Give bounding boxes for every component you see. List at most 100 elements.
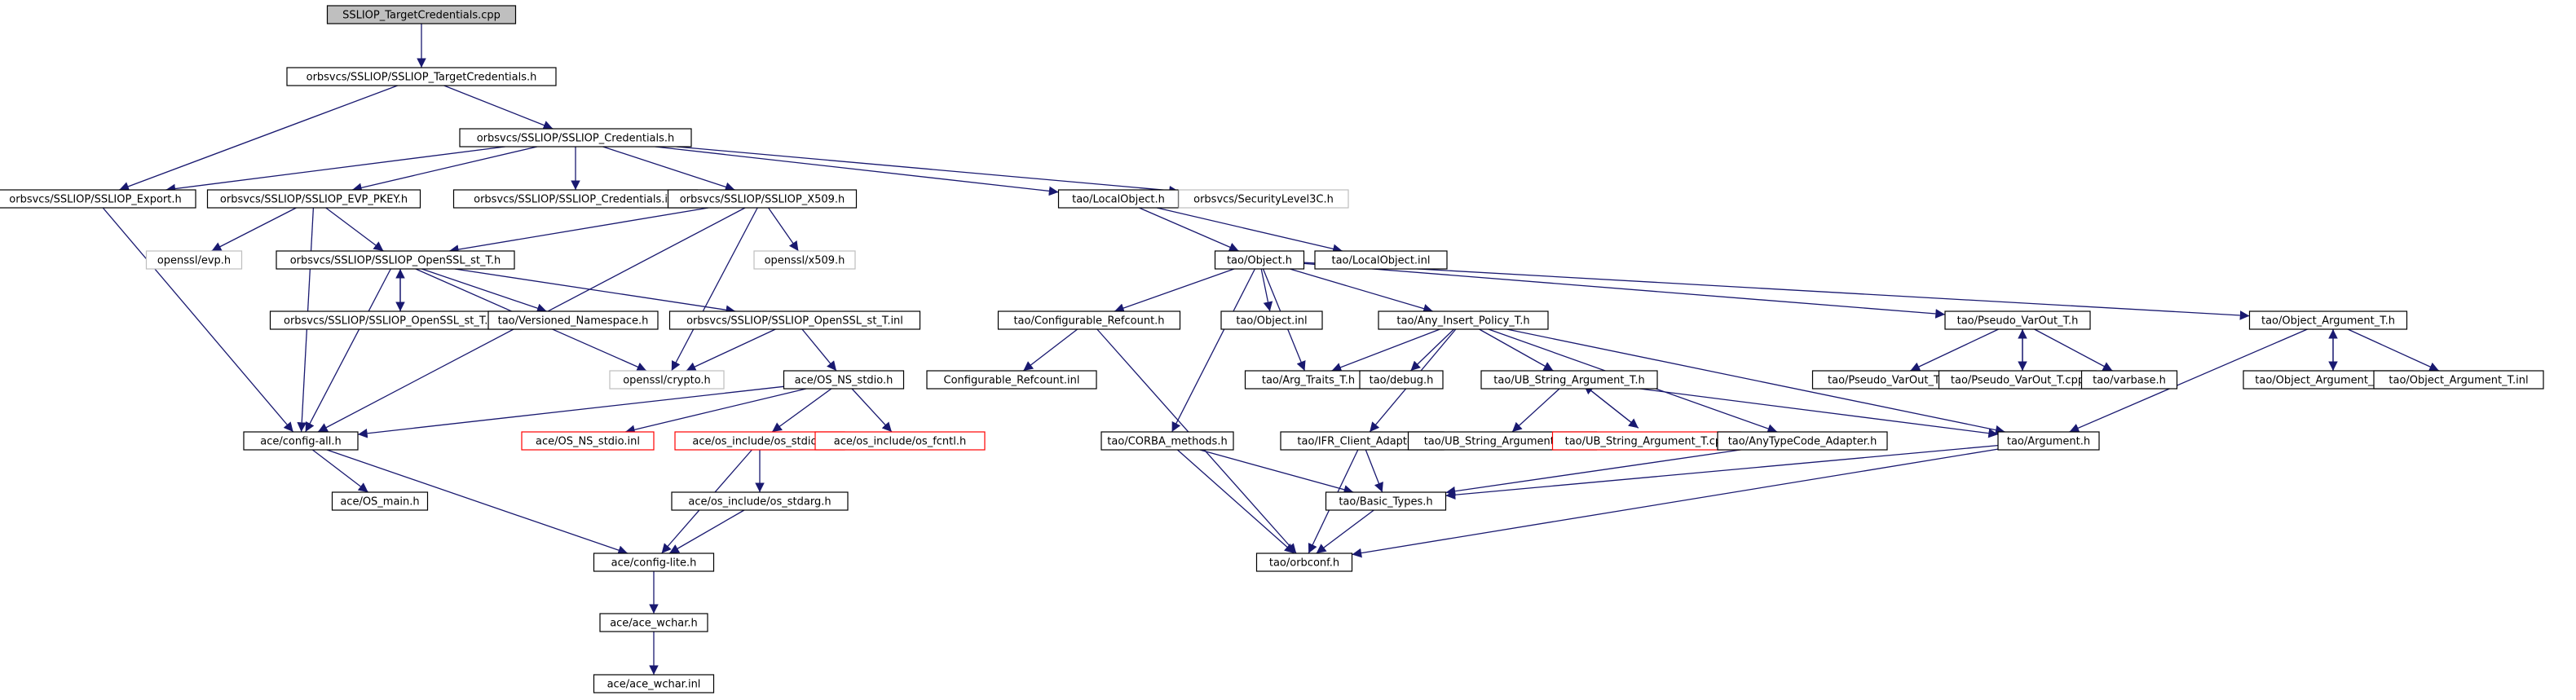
include-edge: [305, 268, 391, 433]
file-node[interactable]: tao/debug.h: [1359, 370, 1444, 390]
file-node-box: [593, 553, 715, 572]
file-node[interactable]: Configurable_Refcount.inl: [926, 370, 1097, 390]
file-node-box: [609, 370, 725, 390]
file-node[interactable]: ace/config-all.h: [243, 431, 359, 451]
include-edge: [771, 388, 832, 433]
file-node-label: orbsvcs/SSLIOP/SSLIOP_OpenSSL_st_T.inl: [686, 315, 903, 328]
file-node-box: [671, 491, 849, 511]
file-node-label: tao/Versioned_Namespace.h: [498, 315, 649, 328]
include-edge: [1260, 268, 1273, 312]
file-node[interactable]: ace/OS_main.h: [331, 491, 429, 511]
file-node-box: [0, 189, 196, 209]
file-node[interactable]: orbsvcs/SSLIOP/SSLIOP_Credentials.inl: [452, 189, 699, 209]
file-node[interactable]: tao/UB_String_Argument_T.h: [1480, 370, 1658, 390]
include-edge: [1176, 449, 1295, 554]
file-node[interactable]: openssl/x509.h: [753, 250, 856, 270]
file-node-label: tao/Object.h: [1227, 255, 1292, 267]
file-node-box: [1178, 189, 1349, 209]
file-node[interactable]: ace/OS_NS_stdio.h: [783, 370, 905, 390]
file-node[interactable]: ace/os_include/os_stdio.h: [674, 431, 845, 451]
file-node[interactable]: orbsvcs/SSLIOP/SSLIOP_Export.h: [0, 189, 196, 209]
file-node[interactable]: tao/Object_Argument_T.cpp: [2243, 370, 2414, 390]
file-node[interactable]: ace/ace_wchar.inl: [593, 674, 715, 693]
file-node-box: [1101, 431, 1234, 451]
file-node-box: [1997, 431, 2100, 451]
file-node[interactable]: tao/Object_Argument_T.inl: [2373, 370, 2544, 390]
file-node-box: [997, 310, 1181, 330]
include-edge: [357, 385, 784, 438]
file-node[interactable]: orbsvcs/SSLIOP/SSLIOP_TargetCredentials.…: [286, 67, 557, 86]
file-node[interactable]: tao/Object.h: [1214, 250, 1305, 270]
file-node[interactable]: tao/Arg_Traits_T.h: [1244, 370, 1373, 390]
file-node[interactable]: tao/Versioned_Namespace.h: [487, 310, 659, 330]
file-node-box: [331, 491, 429, 511]
file-node[interactable]: tao/Object_Argument_T.h: [2248, 310, 2408, 330]
file-node-box: [2248, 310, 2408, 330]
file-node-box: [814, 431, 986, 451]
file-node[interactable]: orbsvcs/SSLIOP/SSLIOP_OpenSSL_st_T.inl: [668, 310, 921, 330]
file-node[interactable]: tao/UB_String_Argument_T.cpp: [1551, 431, 1742, 451]
file-node[interactable]: SSLIOP_TargetCredentials.cpp: [326, 5, 517, 24]
file-node[interactable]: tao/orbconf.h: [1255, 553, 1353, 572]
file-node[interactable]: ace/config-lite.h: [593, 553, 715, 572]
include-edge: [801, 328, 837, 372]
file-node[interactable]: tao/UB_String_Argument_T.inl: [1407, 431, 1598, 451]
file-node[interactable]: openssl/crypto.h: [609, 370, 725, 390]
file-node-label: tao/Argument.h: [2007, 436, 2090, 448]
include-edge: [686, 328, 776, 372]
include-edge: [325, 207, 384, 252]
file-node[interactable]: tao/Argument.h: [1997, 431, 2100, 451]
include-edge: [1352, 448, 1999, 558]
include-edge: [676, 146, 1180, 196]
include-edge: [1583, 384, 1639, 429]
file-node[interactable]: ace/os_include/os_stdarg.h: [671, 491, 849, 511]
file-node[interactable]: tao/LocalObject.inl: [1314, 250, 1448, 270]
file-node[interactable]: tao/Object.inl: [1220, 310, 1323, 330]
file-node[interactable]: orbsvcs/SSLIOP/SSLIOP_OpenSSL_st_T.cpp: [269, 310, 522, 330]
file-node-label: ace/OS_NS_stdio.inl: [536, 436, 640, 448]
include-edge: [1022, 328, 1078, 372]
include-edge: [1506, 328, 2005, 435]
file-node-box: [593, 674, 715, 693]
file-node-label: tao/Basic_Types.h: [1339, 496, 1432, 508]
file-node-label: openssl/crypto.h: [623, 375, 711, 387]
file-node[interactable]: ace/OS_NS_stdio.inl: [521, 431, 655, 451]
file-node-label: tao/LocalObject.h: [1072, 194, 1165, 206]
file-node-box: [783, 370, 905, 390]
file-node[interactable]: orbsvcs/SSLIOP/SSLIOP_EVP_PKEY.h: [206, 189, 421, 209]
file-node[interactable]: ace/os_include/os_fcntl.h: [814, 431, 986, 451]
file-node[interactable]: orbsvcs/SecurityLevel3C.h: [1178, 189, 1349, 209]
include-edge: [1331, 328, 1440, 372]
include-edge: [1171, 268, 1255, 433]
file-node-label: tao/UB_String_Argument_T.h: [1493, 375, 1644, 387]
file-node[interactable]: tao/Pseudo_VarOut_T.h: [1944, 310, 2091, 330]
file-node[interactable]: tao/Pseudo_VarOut_T.cpp: [1938, 370, 2097, 390]
include-edge: [2347, 328, 2440, 372]
file-node-label: tao/orbconf.h: [1269, 557, 1339, 570]
include-edge: [1157, 207, 1343, 254]
file-node[interactable]: orbsvcs/SSLIOP/SSLIOP_X509.h: [667, 189, 858, 209]
include-edge: [1303, 262, 2250, 320]
file-node-label: tao/Arg_Traits_T.h: [1262, 375, 1355, 387]
file-node-box: [487, 310, 659, 330]
file-node-label: orbsvcs/SecurityLevel3C.h: [1193, 194, 1334, 206]
file-node[interactable]: orbsvcs/SSLIOP/SSLIOP_OpenSSL_st_T.h: [276, 250, 515, 270]
file-node[interactable]: tao/LocalObject.h: [1057, 189, 1180, 209]
file-node[interactable]: ace/ace_wchar.h: [599, 613, 708, 632]
file-node-label: orbsvcs/SSLIOP/SSLIOP_Credentials.h: [477, 133, 675, 145]
file-node-box: [206, 189, 421, 209]
file-node[interactable]: tao/Basic_Types.h: [1325, 491, 1447, 511]
file-node[interactable]: tao/Any_Insert_Policy_T.h: [1378, 310, 1549, 330]
nodes-layer: SSLIOP_TargetCredentials.cpp orbsvcs/SSLI…: [0, 5, 2544, 693]
include-edge: [211, 207, 297, 252]
file-node-box: [2080, 370, 2178, 390]
file-node-label: tao/Configurable_Refcount.h: [1013, 315, 1164, 328]
file-node[interactable]: tao/Configurable_Refcount.h: [997, 310, 1181, 330]
file-node[interactable]: orbsvcs/SSLIOP/SSLIOP_Credentials.h: [459, 128, 692, 147]
file-node-box: [1359, 370, 1444, 390]
file-node[interactable]: tao/AnyTypeCode_Adapter.h: [1717, 431, 1888, 451]
file-node[interactable]: tao/CORBA_methods.h: [1101, 431, 1234, 451]
file-node[interactable]: tao/varbase.h: [2080, 370, 2178, 390]
file-node[interactable]: openssl/evp.h: [145, 250, 243, 270]
file-node-label: orbsvcs/SSLIOP/SSLIOP_OpenSSL_st_T.cpp: [284, 315, 507, 328]
